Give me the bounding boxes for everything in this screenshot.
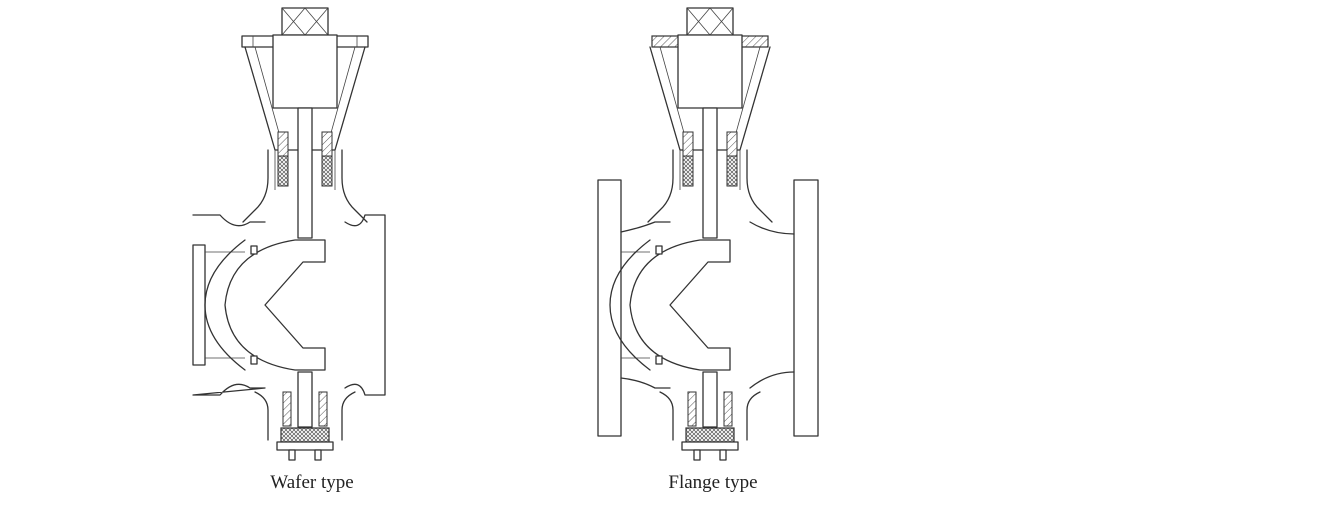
coupling-block [272,34,338,109]
packing-left [682,155,694,187]
flange-type-caption: Flange type [668,472,758,493]
neck-inner [274,150,336,190]
gland-left [682,131,694,157]
bottom-cover-plate [276,441,334,451]
neck-outline [242,149,368,223]
square-drive-head [686,7,734,36]
flange-valve-drawing [597,7,819,461]
wafer-face [192,244,206,366]
packing-left [277,155,289,187]
bracket-plate-marks [252,36,358,47]
cover-bolt-left [693,449,701,461]
upper-stem [702,107,718,239]
right-flange [793,179,819,437]
valve-body [192,214,386,396]
lower-bushing-right [318,391,328,427]
cover-bolt-right [314,449,322,461]
valve-body [620,221,795,389]
seat-lines [205,251,245,359]
drive-head-cross [686,7,734,36]
drive-head-cross [281,7,329,36]
lower-neck [659,391,761,441]
packing-right [321,155,333,187]
cover-bolt-right [719,449,727,461]
v-ball-segment [629,239,731,371]
neck-inner [679,150,741,190]
seat-retainer-top [655,245,663,255]
packing-right [726,155,738,187]
coupling-block [677,34,743,109]
lower-bushing-right [723,391,733,427]
seat-retainer-top [250,245,258,255]
bottom-cover [685,427,735,443]
wafer-valve-drawing [192,7,386,461]
upper-stem [297,107,313,239]
gland-right [321,131,333,157]
lower-stem [702,371,718,428]
bottom-cover-plate [681,441,739,451]
ball-seat-curve [609,239,651,371]
seat-retainer-bottom [250,355,258,365]
neck-outline [647,149,773,223]
lower-stem [297,371,313,428]
lower-neck [254,391,356,441]
yoke-cone-inner [659,46,761,141]
lower-bushing-left [282,391,292,427]
wafer-type-caption: Wafer type [270,472,354,493]
gland-left [277,131,289,157]
yoke-cone-inner [254,46,356,141]
cover-bolt-left [288,449,296,461]
v-ball-segment [224,239,326,371]
square-drive-head [281,7,329,36]
bottom-cover [280,427,330,443]
lower-bushing-left [687,391,697,427]
gland-right [726,131,738,157]
ball-seat-curve [204,239,246,371]
seat-retainer-bottom [655,355,663,365]
